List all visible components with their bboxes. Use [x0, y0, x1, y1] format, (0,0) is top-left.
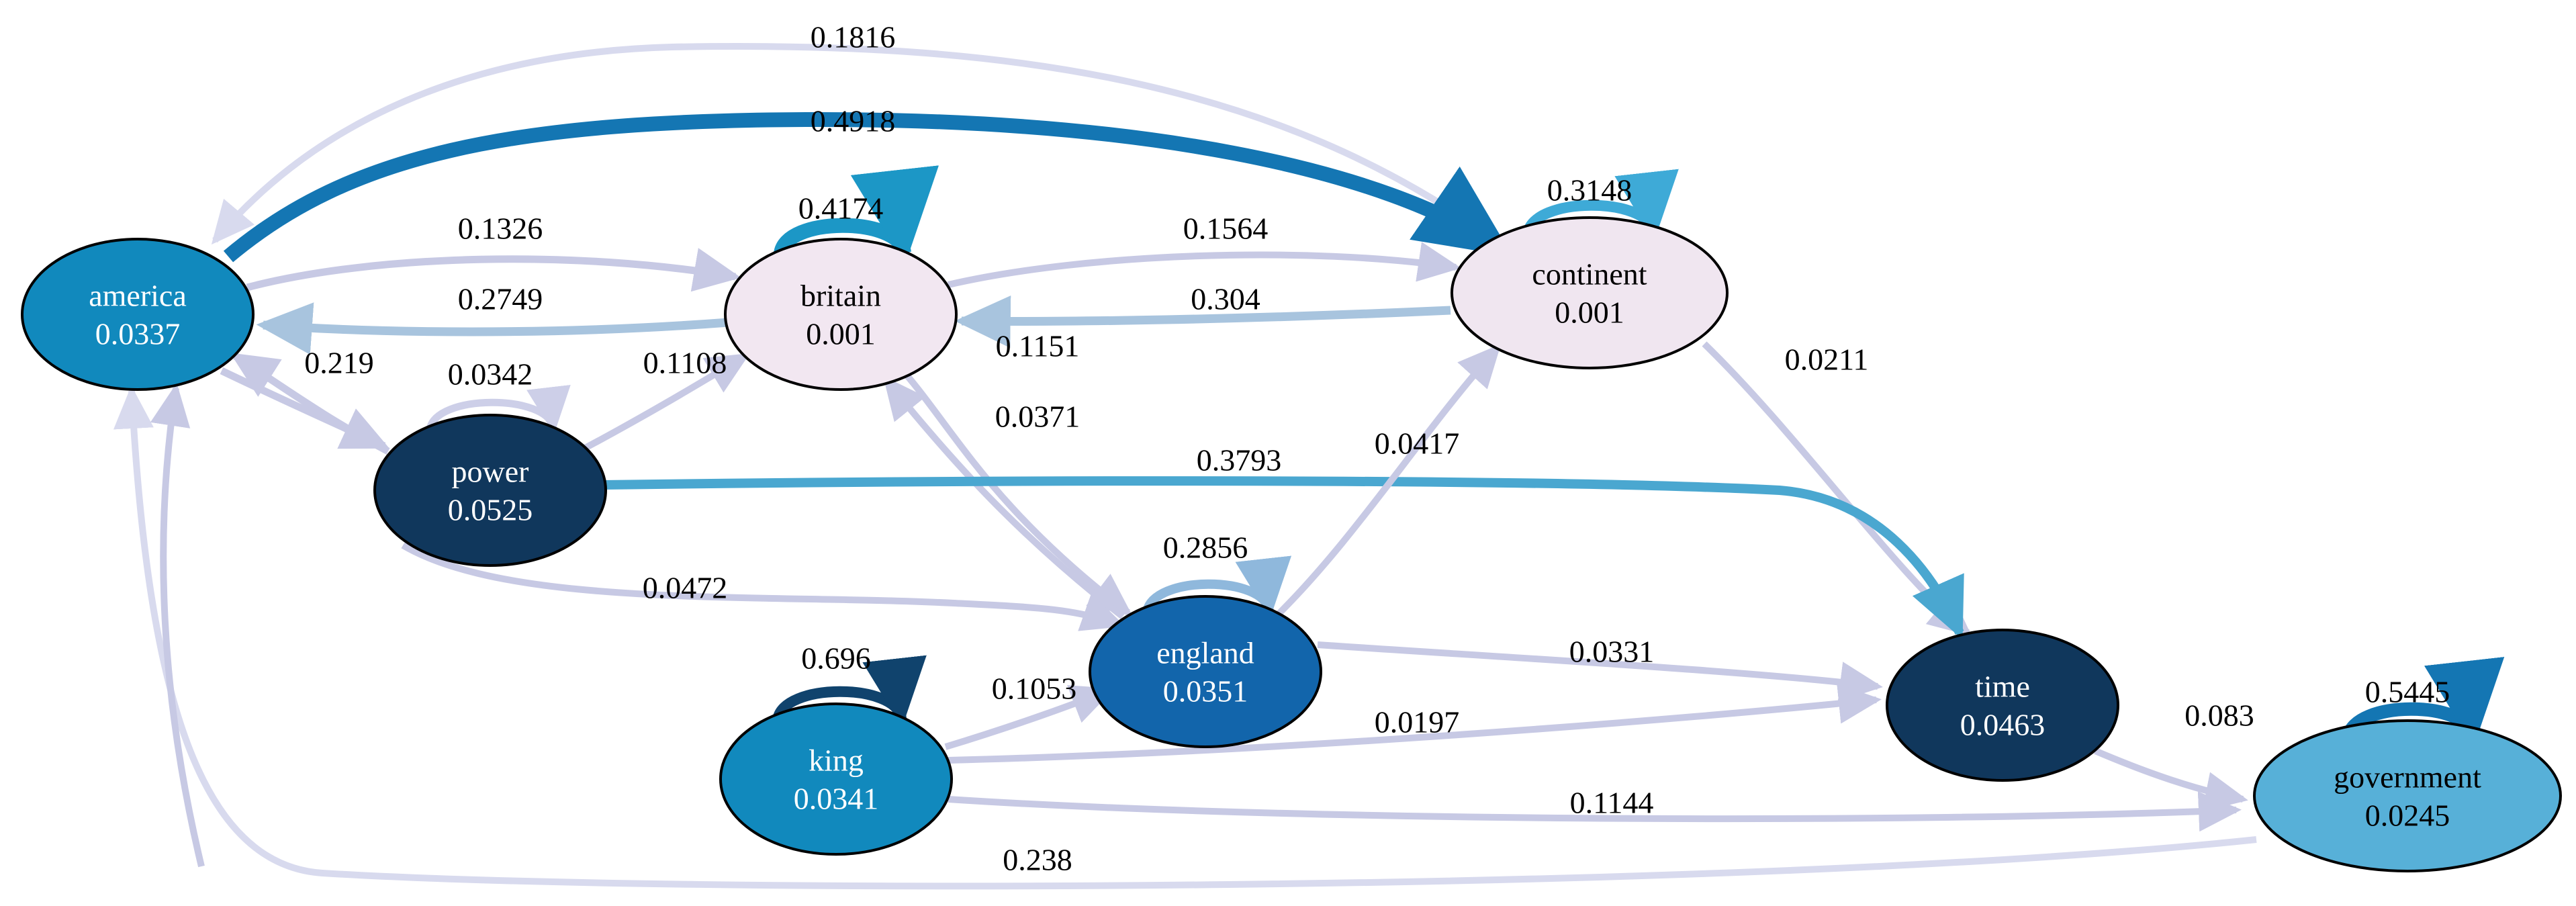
edge-label-continent-time: 0.0211: [1785, 343, 1869, 377]
edges-layer: [113, 43, 2504, 890]
edge-label-power-self: 0.0342: [448, 357, 533, 392]
node-england-label: england: [1156, 636, 1254, 670]
edge-label-britain-america: 0.2749: [458, 282, 543, 316]
edge-label-england-self: 0.2856: [1163, 531, 1248, 565]
edge-america-britain[interactable]: [246, 248, 741, 292]
edge-label-power-america: 0.219: [304, 346, 374, 380]
edge-continent-self[interactable]: [1522, 169, 1679, 241]
edge-britain-america[interactable]: [256, 302, 729, 355]
edge-label-england-time: 0.0331: [1569, 635, 1655, 669]
edge-power-england[interactable]: [401, 542, 1125, 631]
node-king-value: 0.0341: [794, 782, 879, 816]
node-england[interactable]: england 0.0351: [1089, 595, 1322, 748]
edge-power-self[interactable]: [426, 384, 571, 435]
edge-label-power-time: 0.3793: [1197, 443, 1282, 478]
node-time[interactable]: time 0.0463: [1886, 629, 2119, 782]
edge-label-power-britain: 0.1108: [643, 346, 727, 380]
edge-label-king-time: 0.0197: [1375, 705, 1460, 739]
edge-label-king-government: 0.1144: [1570, 786, 1654, 820]
edge-label-england-britain: 0.0371: [995, 400, 1080, 434]
edge-label-government-self: 0.5445: [2365, 675, 2450, 709]
node-power-label: power: [452, 455, 529, 489]
edge-label-king-england: 0.1053: [992, 672, 1077, 706]
node-continent-value: 0.001: [1555, 296, 1624, 330]
node-government-value: 0.0245: [2365, 799, 2450, 833]
edge-continent-britain[interactable]: [954, 295, 1451, 348]
edge-labels-layer: 0.1816 0.4918 0.1326 0.2749 0.219 0.0342…: [304, 20, 2450, 877]
edge-label-britain-continent: 0.1564: [1183, 212, 1269, 246]
edge-england-time[interactable]: [1317, 641, 1883, 702]
edge-england-britain[interactable]: [882, 375, 1125, 619]
edge-label-continent-britain: 0.304: [1191, 282, 1260, 316]
edge-britain-self[interactable]: [774, 165, 939, 265]
edge-king-government[interactable]: [948, 791, 2242, 832]
node-britain-label: britain: [800, 279, 881, 313]
edge-king-self[interactable]: [772, 655, 927, 727]
node-england-value: 0.0351: [1163, 674, 1248, 709]
edge-england-self[interactable]: [1142, 555, 1291, 619]
node-britain[interactable]: britain 0.001: [724, 238, 958, 391]
edge-continent-america[interactable]: [211, 43, 1500, 245]
edge-label-britain-england: 0.1151: [996, 329, 1080, 363]
edge-america-continent[interactable]: [223, 111, 1513, 263]
node-britain-value: 0.001: [806, 317, 876, 351]
edge-label-power-england: 0.0472: [643, 571, 728, 605]
node-government[interactable]: government 0.0245: [2253, 719, 2562, 872]
node-america-value: 0.0337: [95, 317, 181, 351]
node-king-label: king: [809, 743, 864, 778]
edge-label-time-government: 0.083: [2184, 698, 2254, 733]
edge-label-america-continent: 0.4918: [811, 104, 896, 138]
node-america[interactable]: america 0.0337: [21, 238, 255, 391]
node-government-label: government: [2334, 760, 2481, 795]
edge-label-government-america: 0.238: [1003, 843, 1072, 877]
node-continent-label: continent: [1532, 257, 1647, 291]
edge-power-time[interactable]: [602, 476, 1964, 640]
edge-time-government[interactable]: [2094, 748, 2248, 812]
node-power[interactable]: power 0.0525: [373, 414, 607, 567]
edge-label-continent-self: 0.3148: [1547, 173, 1632, 208]
edge-england-continent[interactable]: [1273, 344, 1502, 619]
node-time-value: 0.0463: [1960, 708, 2045, 742]
edge-government-america[interactable]: [113, 386, 2257, 890]
edge-into-america-lower[interactable]: [150, 383, 205, 868]
edge-america-power[interactable]: [220, 367, 389, 449]
edge-label-britain-self: 0.4174: [798, 191, 884, 226]
edge-label-england-continent: 0.0417: [1375, 426, 1460, 461]
node-time-label: time: [1975, 670, 2030, 704]
node-america-label: america: [89, 279, 187, 313]
node-continent[interactable]: continent 0.001: [1451, 216, 1729, 369]
edge-power-britain[interactable]: [577, 353, 750, 455]
nodes-layer: america 0.0337 britain 0.001 continent 0…: [21, 216, 2562, 872]
edge-britain-continent[interactable]: [947, 242, 1461, 288]
edge-label-america-britain: 0.1326: [458, 212, 543, 246]
node-king[interactable]: king 0.0341: [719, 703, 953, 856]
node-power-value: 0.0525: [448, 493, 533, 527]
edge-label-king-self: 0.696: [801, 641, 871, 676]
edge-king-time[interactable]: [948, 683, 1882, 764]
edge-label-continent-america: 0.1816: [811, 20, 896, 54]
